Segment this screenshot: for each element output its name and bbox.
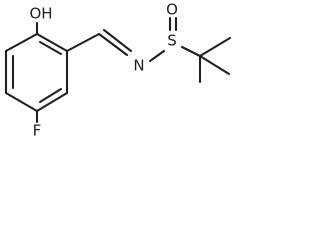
ring-inner-bond-2	[38, 87, 63, 104]
sulfur-to-tert-butyl-bond	[180, 45, 202, 58]
nitrogen-to-sulfur-bond	[148, 49, 166, 63]
sulfinyl-oxygen-label: O	[166, 1, 178, 19]
molecule-drawing: OH F N S O	[4, 1, 232, 140]
ring-bond-c3-c4	[35, 91, 69, 113]
tert-butyl-methyl-bond-right	[198, 54, 231, 76]
aryl-to-imine-carbon-bond	[65, 32, 101, 53]
ring-bond-c1-c2	[35, 32, 69, 53]
sulfur-label: S	[167, 32, 177, 50]
imine-double-bond-outer	[97, 32, 129, 57]
imine-double-bond-inner	[102, 28, 133, 53]
ring-bond-c4-c5	[4, 91, 39, 113]
ring-inner-bond-1	[38, 40, 63, 56]
ring-bond-c6-c1	[4, 32, 39, 53]
chemical-structure-canvas: OH F N S O	[4, 0, 232, 140]
hydroxyl-label: OH	[29, 5, 52, 23]
nitrogen-label: N	[133, 57, 144, 75]
tert-butyl-methyl-bond-top	[198, 36, 232, 58]
fluorine-label: F	[33, 122, 42, 140]
